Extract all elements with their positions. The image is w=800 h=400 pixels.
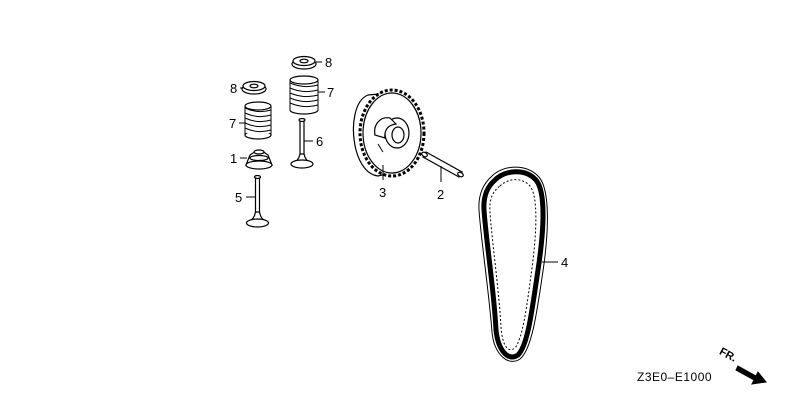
valve-spring-left xyxy=(244,101,272,140)
callout-6: 6 xyxy=(316,134,323,149)
callout-1: 1 xyxy=(230,151,237,166)
camshaft-pulley xyxy=(352,88,426,178)
valve-spring-right xyxy=(289,75,319,115)
callout-8-left: 8 xyxy=(230,81,237,96)
callout-5: 5 xyxy=(235,190,242,205)
front-arrow-icon: FR. xyxy=(717,346,767,385)
callout-7-right: 7 xyxy=(327,85,334,100)
intake-valve xyxy=(290,117,314,169)
valve-stem-seal xyxy=(245,149,273,170)
dowel-pin xyxy=(421,151,464,178)
valve-spring-retainer-right xyxy=(291,55,317,70)
timing-belt xyxy=(478,166,548,362)
callout-4: 4 xyxy=(561,255,568,270)
callout-7-left: 7 xyxy=(229,116,236,131)
valve-spring-retainer-left xyxy=(241,80,267,95)
direction-label: FR. xyxy=(717,346,738,365)
callout-2: 2 xyxy=(437,187,444,202)
callout-8-right: 8 xyxy=(325,55,332,70)
diagram-code: Z3E0–E1000 xyxy=(637,370,712,384)
exhaust-valve xyxy=(245,174,270,228)
callout-3: 3 xyxy=(379,185,386,200)
